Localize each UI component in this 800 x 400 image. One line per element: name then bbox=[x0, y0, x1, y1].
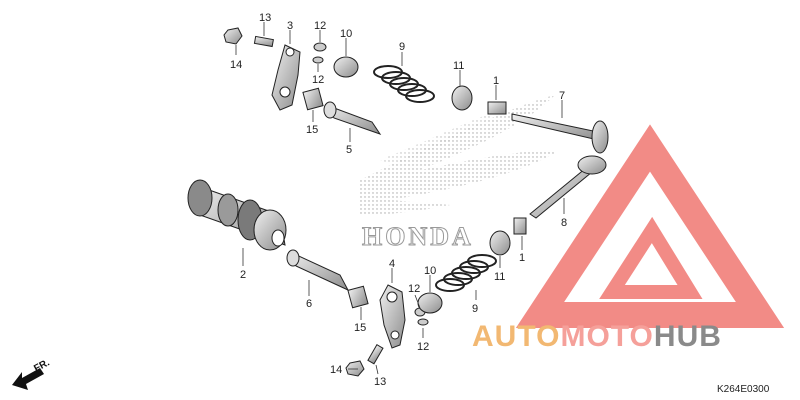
callout-1-upper: 1 bbox=[493, 75, 499, 87]
callout-7: 7 bbox=[559, 90, 565, 102]
callout-14-upper: 14 bbox=[230, 59, 242, 71]
valve-stem-seal-upper bbox=[487, 101, 507, 115]
callout-13-upper: 13 bbox=[259, 12, 271, 24]
roller-spring-lower bbox=[347, 285, 369, 309]
lock-nut-lower bbox=[345, 360, 365, 377]
callout-8: 8 bbox=[561, 217, 567, 229]
adjusting-screw-lower bbox=[367, 344, 384, 365]
callout-12-upper-a: 12 bbox=[314, 20, 326, 32]
cotter-upper bbox=[312, 42, 327, 64]
front-label: FR. bbox=[32, 357, 52, 374]
rocker-shaft-upper bbox=[323, 101, 382, 135]
callout-3: 3 bbox=[287, 20, 293, 32]
callout-10-lower: 10 bbox=[424, 265, 436, 277]
part-callouts: 13 14 3 12 12 10 9 11 1 7 15 5 2 8 1 11 … bbox=[230, 12, 567, 388]
callout-2: 2 bbox=[240, 269, 246, 281]
honda-wing-watermark bbox=[360, 95, 560, 215]
front-direction-arrow: FR. bbox=[12, 357, 52, 390]
spring-retainer-upper bbox=[333, 56, 359, 78]
callout-15-upper: 15 bbox=[306, 124, 318, 136]
callout-9-upper: 9 bbox=[399, 41, 405, 53]
roller-spring-upper bbox=[302, 87, 324, 111]
rocker-shaft-lower bbox=[286, 249, 350, 292]
leader-lines bbox=[235, 22, 565, 375]
callout-1-lower: 1 bbox=[519, 252, 525, 264]
rocker-arm-upper bbox=[271, 44, 301, 111]
callout-5: 5 bbox=[346, 144, 352, 156]
exhaust-valve bbox=[529, 155, 607, 219]
brand-hub: HUB bbox=[654, 320, 722, 353]
callout-10-upper: 10 bbox=[340, 28, 352, 40]
brand-moto: MOTO bbox=[560, 320, 653, 353]
valve-spring-lower bbox=[435, 254, 497, 292]
callout-4: 4 bbox=[389, 258, 395, 270]
brand-logo-text: AUTOMOTOHUB bbox=[472, 320, 722, 353]
callout-9-lower: 9 bbox=[472, 303, 478, 315]
callout-11-lower: 11 bbox=[494, 271, 505, 283]
brand-auto: AUTO bbox=[472, 320, 560, 353]
automotohub-triangle-logo bbox=[515, 124, 785, 328]
spring-seat-upper bbox=[451, 85, 473, 111]
diagram-code: K264E0300 bbox=[717, 384, 770, 395]
intake-valve bbox=[511, 113, 609, 154]
lock-nut-upper bbox=[223, 27, 243, 45]
valve-stem-seal-lower bbox=[513, 217, 527, 235]
camshaft-part bbox=[187, 179, 287, 251]
spring-seat-lower bbox=[489, 230, 511, 256]
callout-12-upper-b: 12 bbox=[312, 74, 324, 86]
callout-13-lower: 13 bbox=[374, 376, 386, 388]
honda-watermark-text: HONDA bbox=[362, 222, 474, 251]
valve-spring-upper bbox=[373, 65, 435, 103]
rocker-arm-lower bbox=[379, 284, 406, 349]
callout-12-lower-b: 12 bbox=[417, 341, 429, 353]
callout-14-lower: 14 bbox=[330, 364, 342, 376]
callout-11-upper: 11 bbox=[453, 60, 464, 72]
callout-12-lower-a: 12 bbox=[408, 283, 420, 295]
callout-15-lower: 15 bbox=[354, 322, 366, 334]
callout-6: 6 bbox=[306, 298, 312, 310]
adjusting-screw-upper bbox=[253, 35, 274, 48]
spring-retainer-lower bbox=[417, 292, 443, 314]
